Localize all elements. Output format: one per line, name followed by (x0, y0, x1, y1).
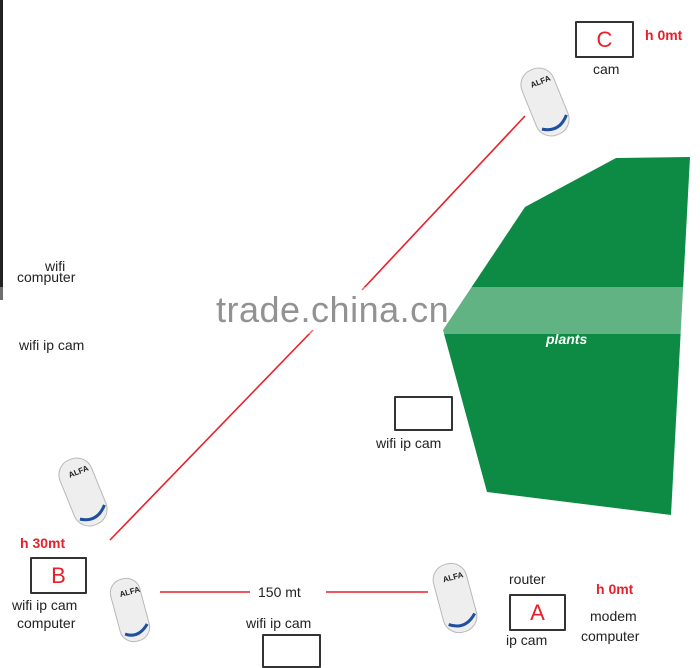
height-b: h 30mt (20, 535, 66, 551)
network-diagram: ALFA ALFA ALFA ALFA (58, 67, 690, 643)
label-c-cam: cam (593, 61, 620, 77)
label-b-wifi-ip-cam: wifi ip cam (12, 597, 78, 613)
label-left-wifi-ip-cam: wifi ip cam (19, 337, 85, 353)
label-left-computer: computer (17, 269, 76, 285)
box-b-letter: B (51, 562, 66, 588)
plants-label: plants (546, 331, 588, 347)
height-c: h 0mt (645, 27, 683, 43)
watermark-band (0, 287, 700, 334)
label-a-computer: computer (581, 628, 640, 644)
left-edge-border (0, 0, 3, 300)
label-a-ip-cam: ip cam (506, 632, 548, 648)
plants-area (443, 157, 690, 515)
box-c-letter: C (596, 26, 613, 52)
device-b-bottom: ALFA (109, 577, 151, 643)
box-middle (394, 396, 453, 431)
label-middle-wifi-ip-cam: wifi ip cam (376, 435, 442, 451)
box-a-letter: A (530, 599, 545, 625)
label-left-wifi: wifi (45, 258, 66, 274)
label-a-modem: modem (590, 608, 637, 624)
box-a: A (509, 594, 566, 631)
height-a: h 0mt (596, 581, 634, 597)
link-b-to-c-upper (361, 115, 526, 291)
label-bottom-wifi-ip-cam: wifi ip cam (246, 615, 312, 631)
box-c: C (575, 21, 634, 58)
watermark-text: trade.china.cn (216, 289, 450, 330)
device-top: ALFA (520, 67, 570, 137)
device-left: ALFA (58, 457, 108, 527)
box-bottom (262, 634, 321, 668)
box-b: B (30, 557, 87, 594)
label-b-computer: computer (17, 615, 76, 631)
link-b-to-c (109, 329, 314, 541)
device-a: ALFA (432, 562, 478, 634)
label-distance: 150 mt (258, 584, 301, 600)
label-a-router: router (509, 571, 546, 587)
